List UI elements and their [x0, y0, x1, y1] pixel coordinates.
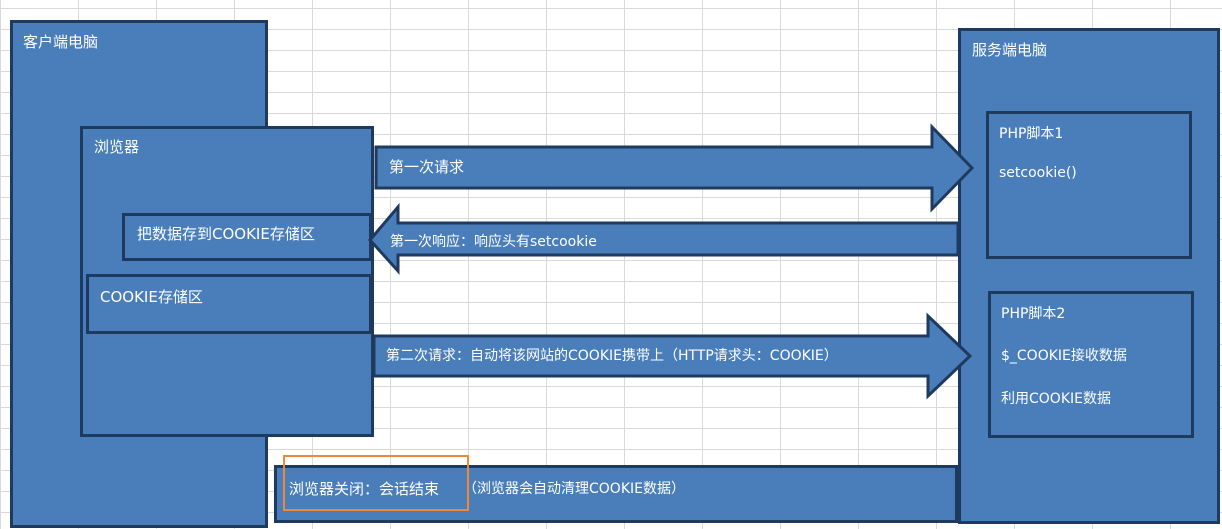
cookie-storage-box: COOKIE存储区 [86, 274, 372, 334]
store-cookie-action-label: 把数据存到COOKIE存储区 [137, 225, 315, 243]
server-computer-box: 服务端电脑 [958, 28, 1220, 524]
cookie-storage-label: COOKIE存储区 [100, 288, 203, 306]
php-script1-title: PHP脚本1 [999, 126, 1064, 142]
first-request-arrow [374, 123, 975, 213]
browser-close-rest-text: （浏览器会自动清理COOKIE数据） [463, 481, 685, 497]
php-script1-box: PHP脚本1 setcookie() [986, 111, 1192, 259]
server-computer-title: 服务端电脑 [972, 41, 1048, 59]
php-script2-line2: 利用COOKIE数据 [1001, 391, 1111, 407]
php-script2-line1: $_COOKIE接收数据 [1001, 348, 1127, 364]
store-cookie-action-box: 把数据存到COOKIE存储区 [122, 213, 372, 261]
highlight-annotation [283, 455, 469, 511]
browser-close-highlighted-text: 浏览器关闭：会话结束 [289, 480, 440, 498]
second-request-label: 第二次请求：自动将该网站的COOKIE携带上（HTTP请求头：COOKIE） [386, 348, 838, 364]
first-request-label: 第一次请求 [389, 158, 465, 176]
client-computer-title: 客户端电脑 [23, 33, 99, 51]
browser-title: 浏览器 [94, 138, 140, 156]
second-request-arrow [372, 312, 973, 400]
first-response-label: 第一次响应：响应头有setcookie [390, 234, 597, 250]
browser-close-box: 浏览器关闭：会话结束 （浏览器会自动清理COOKIE数据） [274, 465, 958, 523]
php-script2-title: PHP脚本2 [1001, 306, 1066, 322]
php-script1-code: setcookie() [999, 165, 1077, 181]
first-response-arrow [368, 202, 960, 275]
php-script2-box: PHP脚本2 $_COOKIE接收数据 利用COOKIE数据 [988, 291, 1194, 438]
